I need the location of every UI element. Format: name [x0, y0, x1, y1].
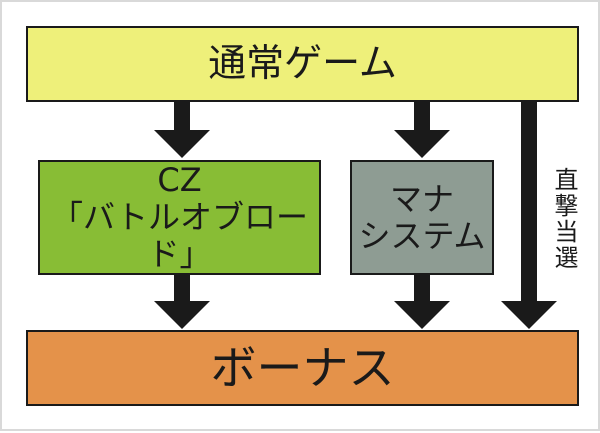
normal-game-label: 通常ゲーム: [208, 41, 397, 86]
normal-game-box: 通常ゲーム: [26, 26, 579, 102]
arrow-to-mana: [394, 102, 450, 158]
mana-system-box: マナ システム: [350, 160, 494, 275]
bonus-label: ボーナス: [210, 340, 395, 395]
arrow-to-cz: [154, 102, 210, 158]
arrow-mana-to-bonus: [394, 275, 450, 329]
mana-label: マナ: [389, 179, 454, 218]
arrow-cz-to-bonus: [154, 275, 210, 329]
direct-hit-label: 直撃当選: [550, 167, 578, 271]
system-label: システム: [358, 216, 486, 255]
cz-label: CZ: [157, 161, 202, 200]
bonus-box: ボーナス: [26, 330, 579, 406]
cz-battle-of-road-box: CZ 「バトルオブロード」: [38, 160, 321, 275]
battle-of-road-label: 「バトルオブロード」: [51, 198, 308, 273]
